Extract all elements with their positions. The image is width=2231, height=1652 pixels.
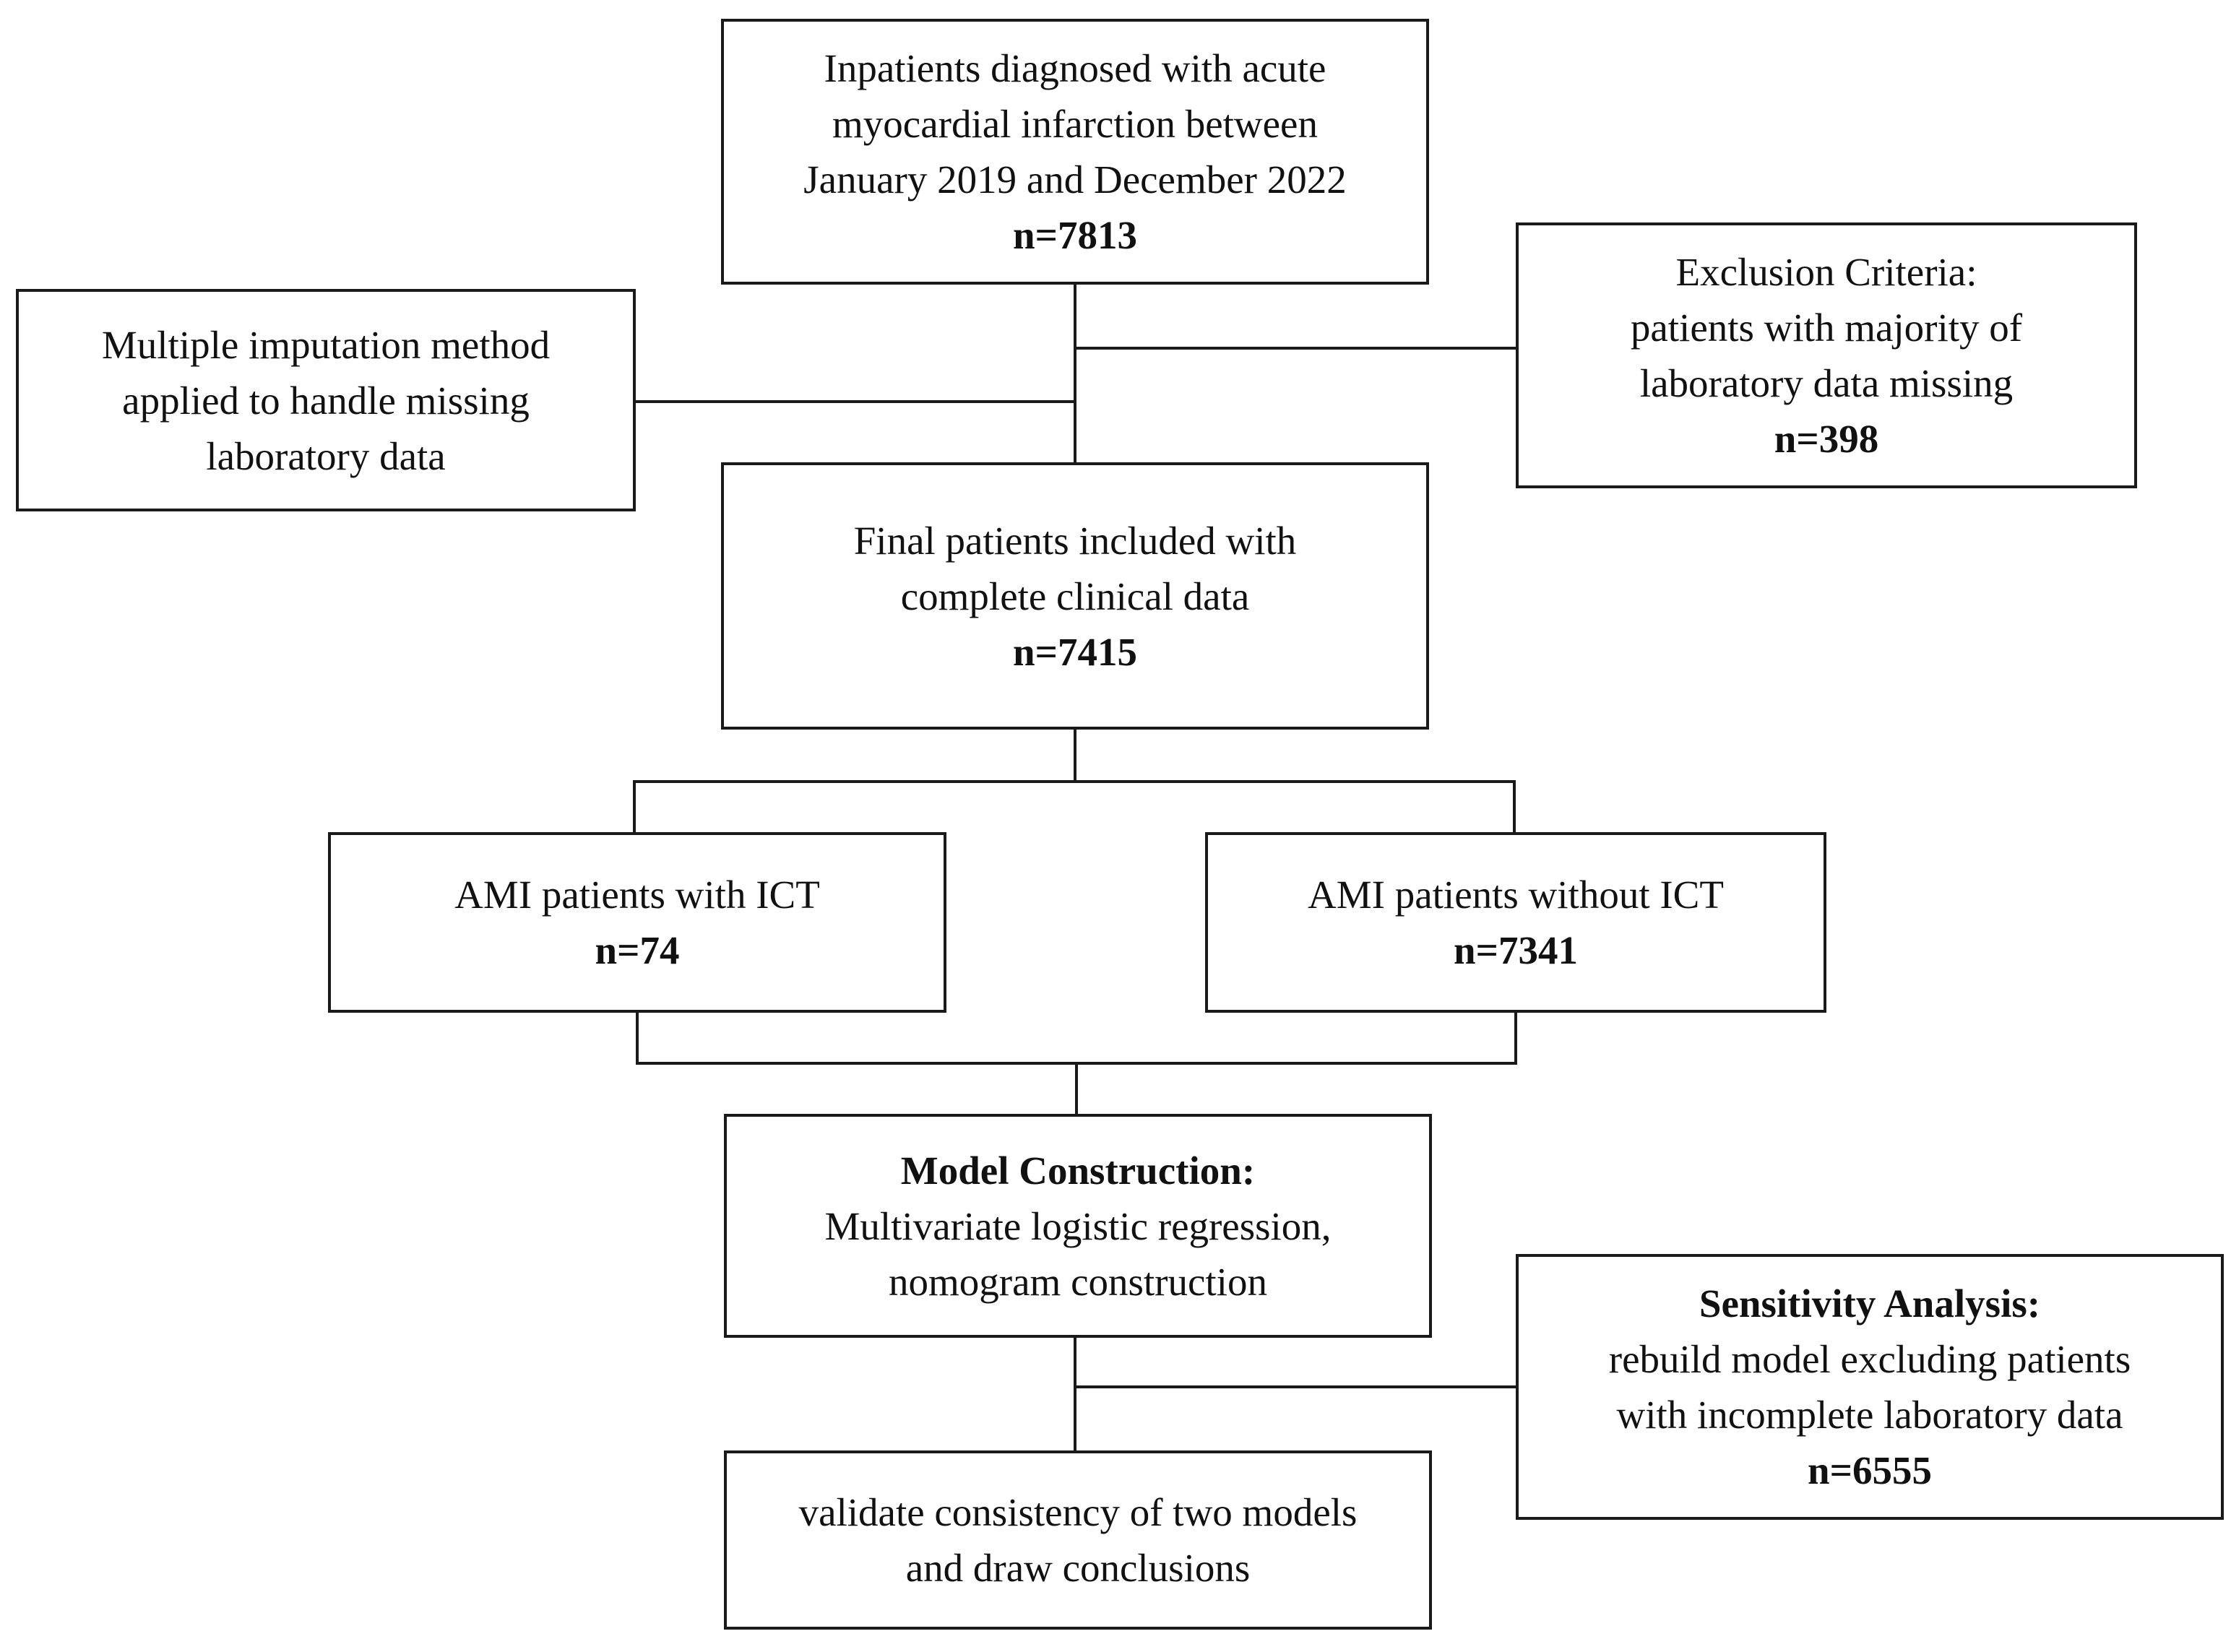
- final-line-1: Final patients included with: [853, 518, 1297, 563]
- inpatients-count: n=7813: [1013, 213, 1137, 257]
- exclusion-box: Exclusion Criteria: patients with majori…: [1516, 222, 2137, 488]
- connector-line: [1074, 1338, 1076, 1453]
- inpatients-line-3: January 2019 and December 2022: [803, 157, 1347, 202]
- connector-line: [636, 1013, 639, 1065]
- final-count: n=7415: [1013, 629, 1137, 674]
- connector-line: [634, 400, 1076, 403]
- imputation-line-1: Multiple imputation method: [101, 322, 551, 367]
- connector-line: [1075, 1385, 1517, 1388]
- without-ict-label: AMI patients without ICT: [1308, 873, 1724, 917]
- inpatients-line-1: Inpatients diagnosed with acute: [824, 46, 1326, 90]
- inpatients-line-2: myocardial infarction between: [832, 102, 1318, 146]
- with-ict-box: AMI patients with ICT n=74: [328, 832, 946, 1013]
- with-ict-label: AMI patients with ICT: [454, 873, 820, 917]
- final-patients-box: Final patients included with complete cl…: [721, 462, 1429, 730]
- sensitivity-count: n=6555: [1808, 1448, 1932, 1492]
- without-ict-box: AMI patients without ICT n=7341: [1205, 832, 1826, 1013]
- connector-line: [1075, 1062, 1078, 1115]
- model-line-1: Multivariate logistic regression,: [824, 1203, 1332, 1248]
- exclusion-count: n=398: [1774, 417, 1879, 461]
- exclusion-line-3: laboratory data missing: [1639, 361, 2014, 405]
- without-ict-count: n=7341: [1454, 928, 1578, 972]
- imputation-box: Multiple imputation method applied to ha…: [16, 289, 636, 511]
- exclusion-heading: Exclusion Criteria:: [1675, 250, 1977, 294]
- model-construction-box: Model Construction: Multivariate logisti…: [724, 1114, 1432, 1338]
- validate-box: validate consistency of two models and d…: [724, 1450, 1432, 1630]
- connector-line: [633, 780, 636, 835]
- with-ict-count: n=74: [595, 928, 680, 972]
- sensitivity-line-2: with incomplete laboratory data: [1616, 1393, 2123, 1437]
- model-line-2: nomogram construction: [889, 1259, 1267, 1304]
- connector-line: [1075, 347, 1517, 350]
- connector-line: [1074, 285, 1076, 465]
- connector-line: [633, 780, 1516, 783]
- imputation-line-2: applied to handle missing: [122, 378, 530, 423]
- sensitivity-line-1: rebuild model excluding patients: [1608, 1337, 2131, 1381]
- model-heading: Model Construction:: [900, 1148, 1256, 1193]
- sensitivity-heading: Sensitivity Analysis:: [1699, 1281, 2041, 1326]
- final-line-2: complete clinical data: [900, 574, 1250, 618]
- exclusion-line-2: patients with majority of: [1630, 306, 2023, 350]
- connector-line: [1513, 780, 1516, 835]
- imputation-line-3: laboratory data: [206, 433, 446, 478]
- sensitivity-analysis-box: Sensitivity Analysis: rebuild model excl…: [1516, 1254, 2224, 1520]
- validate-line-2: and draw conclusions: [905, 1546, 1251, 1590]
- connector-line: [1074, 730, 1076, 783]
- inpatients-box: Inpatients diagnosed with acute myocardi…: [721, 19, 1429, 285]
- validate-line-1: validate consistency of two models: [798, 1490, 1358, 1534]
- connector-line: [1514, 1013, 1517, 1065]
